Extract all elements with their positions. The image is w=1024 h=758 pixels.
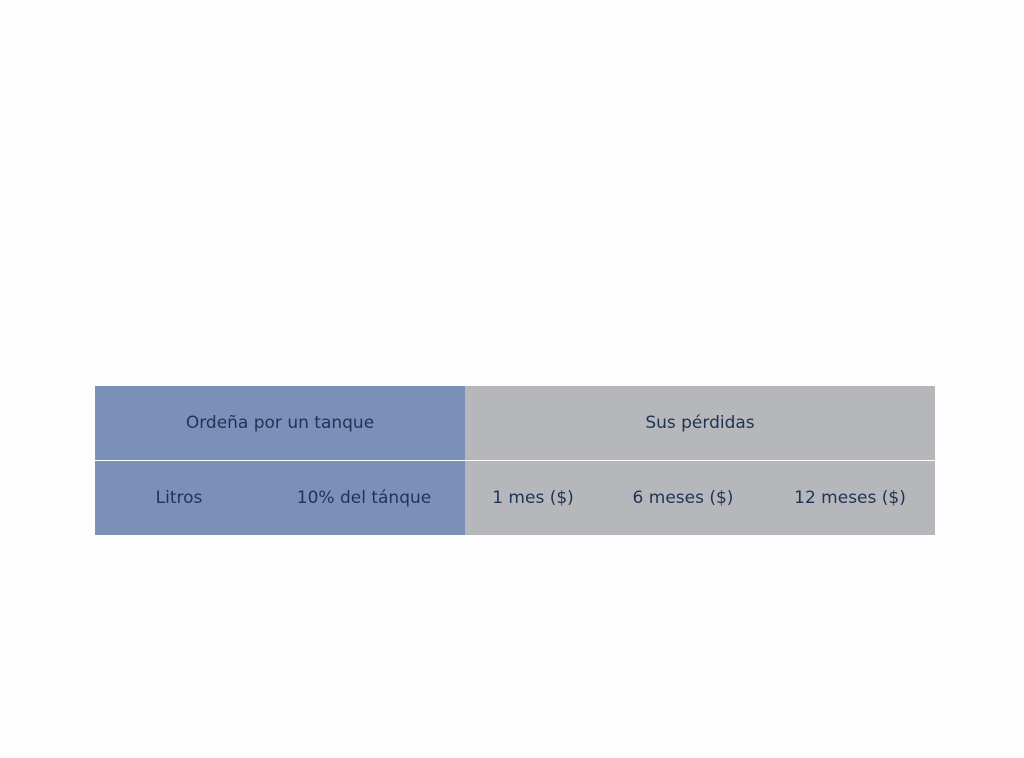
row-divider: [95, 460, 935, 461]
group-header-row: Ordeña por un tanque Sus pérdidas: [95, 386, 935, 460]
losses-table: Ordeña por un tanque Sus pérdidas Litros…: [95, 386, 935, 535]
column-header-liters: Litros: [95, 461, 263, 535]
column-header-row: Litros 10% del tánque 1 mes ($) 6 meses …: [95, 461, 935, 535]
losses-group-header: Sus pérdidas: [465, 386, 935, 460]
column-header-one-month: 1 mes ($): [465, 461, 601, 535]
column-header-ten-percent: 10% del tánque: [263, 461, 465, 535]
column-header-six-months: 6 meses ($): [601, 461, 765, 535]
column-header-twelve-months: 12 meses ($): [765, 461, 935, 535]
milking-group-header: Ordeña por un tanque: [95, 386, 465, 460]
